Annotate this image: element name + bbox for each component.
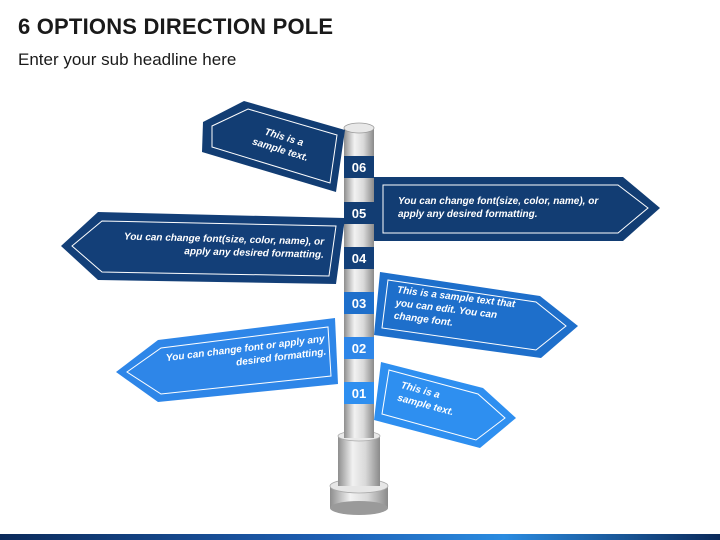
- sign-05: [374, 177, 660, 241]
- sign-03: [374, 272, 578, 358]
- sign-04-text: You can change font(size, color, name), …: [123, 231, 325, 261]
- page-subtitle: Enter your sub headline here: [18, 50, 237, 69]
- sign-04: [61, 212, 345, 284]
- sign-04-board: [61, 212, 345, 284]
- sign-06: [202, 101, 345, 192]
- sign-01: [374, 362, 516, 448]
- pole-base: [329, 430, 389, 515]
- sign-03-board: [374, 272, 578, 358]
- pole-band-04: 04: [344, 247, 374, 269]
- bottom-accent-bar: [0, 534, 720, 540]
- pole-band-06: 06: [344, 156, 374, 178]
- pole-band-05: 05: [344, 202, 374, 224]
- page-title: 6 OPTIONS DIRECTION POLE: [18, 14, 334, 39]
- band-label-02: 02: [352, 341, 366, 356]
- band-label-01: 01: [352, 386, 366, 401]
- pole-band-03: 03: [344, 292, 374, 314]
- sign-05-board: [374, 177, 660, 241]
- sign-02: [116, 318, 338, 402]
- band-label-03: 03: [352, 296, 366, 311]
- sign-06-board: [202, 101, 345, 192]
- pole-band-02: 02: [344, 337, 374, 359]
- band-label-06: 06: [352, 160, 366, 175]
- band-label-04: 04: [352, 251, 367, 266]
- sign-05-text: You can change font(size, color, name), …: [398, 196, 599, 220]
- band-label-05: 05: [352, 206, 366, 221]
- sign-01-board: [374, 362, 516, 448]
- pole-band-01: 01: [344, 382, 374, 404]
